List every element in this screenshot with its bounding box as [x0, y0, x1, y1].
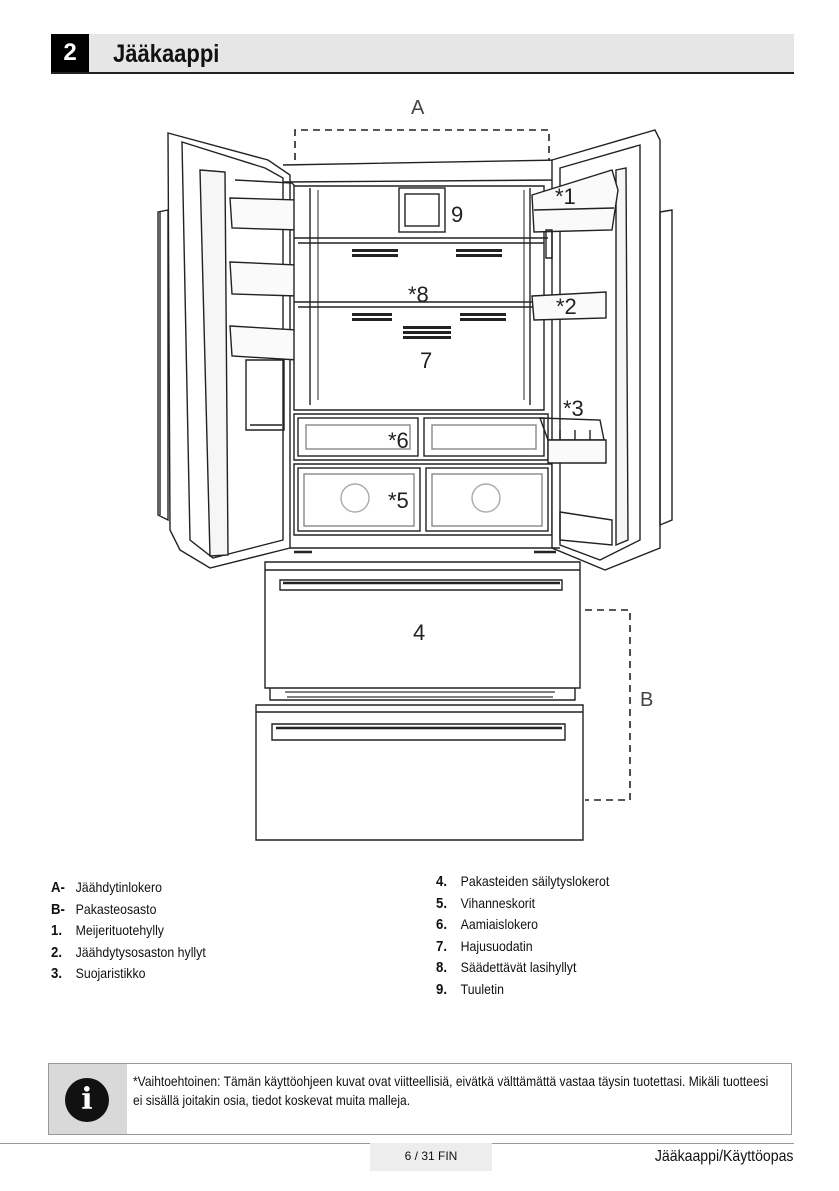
label-9: 9 [451, 202, 463, 227]
label-a: A [411, 97, 425, 119]
legend-item: 4.Pakasteiden säilytyslokerot [436, 873, 610, 890]
note-text: *Vaihtoehtoinen: Tämän käyttöohjeen kuva… [133, 1073, 769, 1108]
legend-item: 8.Säädettävät lasihyllyt [436, 959, 577, 976]
legend-item: A-Jäähdytinlokero [51, 879, 162, 896]
cabinet-top [282, 159, 561, 183]
door-shelf-2 [531, 291, 607, 321]
label-b: B [640, 689, 653, 711]
section-header: 2 Jääkaappi [51, 34, 794, 74]
legend-left: A-Jäähdytinlokero B-Pakasteosasto 1.Meij… [51, 877, 227, 985]
label-7: 7 [420, 348, 432, 373]
breakfast-drawers [293, 413, 549, 461]
left-door [167, 132, 291, 569]
legend-item: 3.Suojaristikko [51, 965, 146, 982]
label-8: *8 [408, 282, 429, 307]
bracket-a [294, 129, 550, 160]
label-2: *2 [556, 294, 577, 319]
refrigerator-diagram: A B 9 *8 7 *6 *5 4 *1 *2 *3 [157, 97, 673, 841]
legend-item: B-Pakasteosasto [51, 900, 157, 918]
label-1: *1 [555, 184, 576, 209]
legend-item: 6.Aamiaislokero [436, 916, 539, 933]
page-number: 6 / 31 FIN [370, 1143, 492, 1171]
fridge-interior [293, 185, 545, 411]
glass-shelf-1 [294, 237, 548, 244]
dairy-shelf [531, 169, 619, 233]
legend-item: 1.Meijerituotehylly [51, 922, 164, 939]
fan [398, 187, 446, 233]
label-5: *5 [388, 488, 409, 513]
legend-item: 7.Hajusuodatin [436, 937, 533, 955]
glass-shelf-2 [294, 301, 548, 308]
bracket-b [585, 609, 631, 801]
legend-item: 5.Vihanneskorit [436, 894, 536, 912]
label-4: 4 [413, 620, 425, 645]
label-3: *3 [563, 396, 584, 421]
info-note: i *Vaihtoehtoinen: Tämän käyttöohjeen ku… [48, 1063, 792, 1135]
freezer-drawer-upper [264, 561, 581, 689]
legend-right: 4.Pakasteiden säilytyslokerot 5.Vihannes… [436, 871, 633, 1000]
door-bin-low [547, 439, 607, 464]
section-title: Jääkaappi [113, 40, 220, 68]
legend-item: 2.Jäähdytysosaston hyllyt [51, 943, 206, 961]
info-icon: i [65, 1078, 109, 1122]
water-dispenser [245, 359, 285, 431]
document-title: Jääkaappi/Käyttöopas [654, 1148, 793, 1165]
label-6: *6 [388, 428, 409, 453]
legend-item: 9.Tuuletin [436, 980, 505, 998]
section-number: 2 [51, 34, 89, 72]
